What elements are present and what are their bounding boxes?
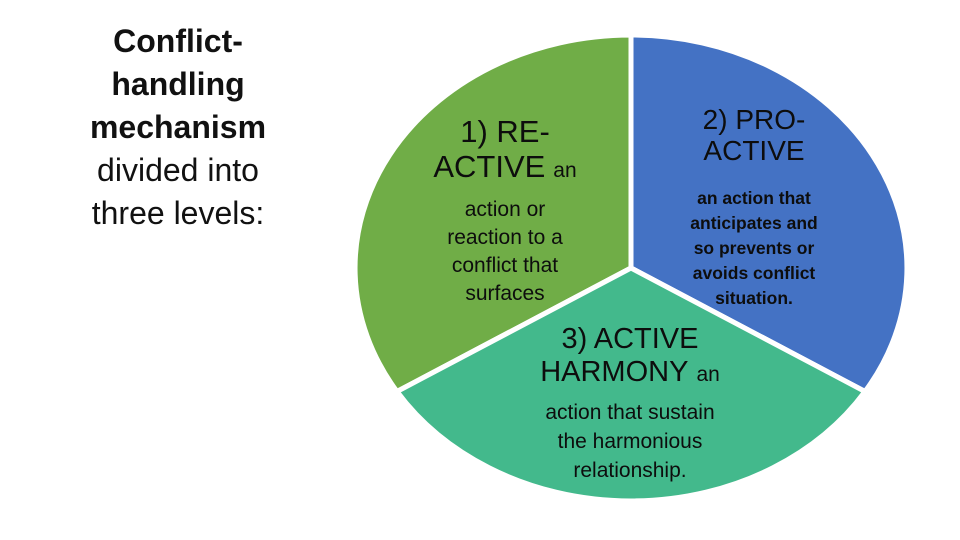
harmony-description: action that sustain the harmonious relat… <box>465 398 795 485</box>
proactive-body-line: an action that <box>697 188 811 208</box>
label-proactive: 2) PRO- ACTIVE an action that anticipate… <box>619 104 889 311</box>
reactive-heading-line1: 1) RE- <box>460 114 550 149</box>
reactive-body-line: conflict that <box>451 254 559 277</box>
slide-title: Conflict- handling mechanism divided int… <box>28 20 328 235</box>
proactive-description: an action that anticipates and so preven… <box>619 186 889 311</box>
harmony-body-line: relationship. <box>573 459 687 482</box>
proactive-body-line: avoids conflict <box>692 263 816 283</box>
label-reactive: 1) RE- ACTIVE an action or reaction to a … <box>370 114 640 308</box>
proactive-heading-line1: 2) PRO- <box>702 104 806 135</box>
harmony-heading-inline: an <box>696 363 720 386</box>
proactive-heading-line2: ACTIVE <box>703 135 805 166</box>
reactive-body-line: action or <box>464 198 546 221</box>
label-active-harmony: 3) ACTIVE HARMONY an action that sustain … <box>465 323 795 485</box>
harmony-heading: 3) ACTIVE HARMONY an <box>465 323 795 391</box>
proactive-heading: 2) PRO- ACTIVE <box>619 104 889 166</box>
proactive-body-line: situation. <box>715 288 793 308</box>
title-line: three levels: <box>91 195 265 231</box>
harmony-body-line: the harmonious <box>557 430 703 453</box>
harmony-heading-line2: HARMONY <box>540 356 689 388</box>
reactive-body-line: surfaces <box>465 282 545 305</box>
title-line: divided into <box>97 152 259 188</box>
proactive-body-line: anticipates and <box>690 213 818 233</box>
reactive-heading-line2: ACTIVE <box>433 149 546 184</box>
title-line: handling <box>111 66 245 102</box>
title-line: Conflict- <box>113 23 243 59</box>
reactive-heading: 1) RE- ACTIVE an <box>370 114 640 188</box>
reactive-heading-inline: an <box>553 159 577 182</box>
reactive-description: action or reaction to a conflict that su… <box>370 196 640 308</box>
title-line: mechanism <box>89 109 267 145</box>
pie-slice-active-harmony[interactable] <box>393 265 869 504</box>
reactive-body-line: reaction to a <box>447 226 563 249</box>
harmony-heading-line1: 3) ACTIVE <box>561 323 699 355</box>
proactive-body-line: so prevents or <box>693 238 815 258</box>
harmony-body-line: action that sustain <box>545 401 715 424</box>
